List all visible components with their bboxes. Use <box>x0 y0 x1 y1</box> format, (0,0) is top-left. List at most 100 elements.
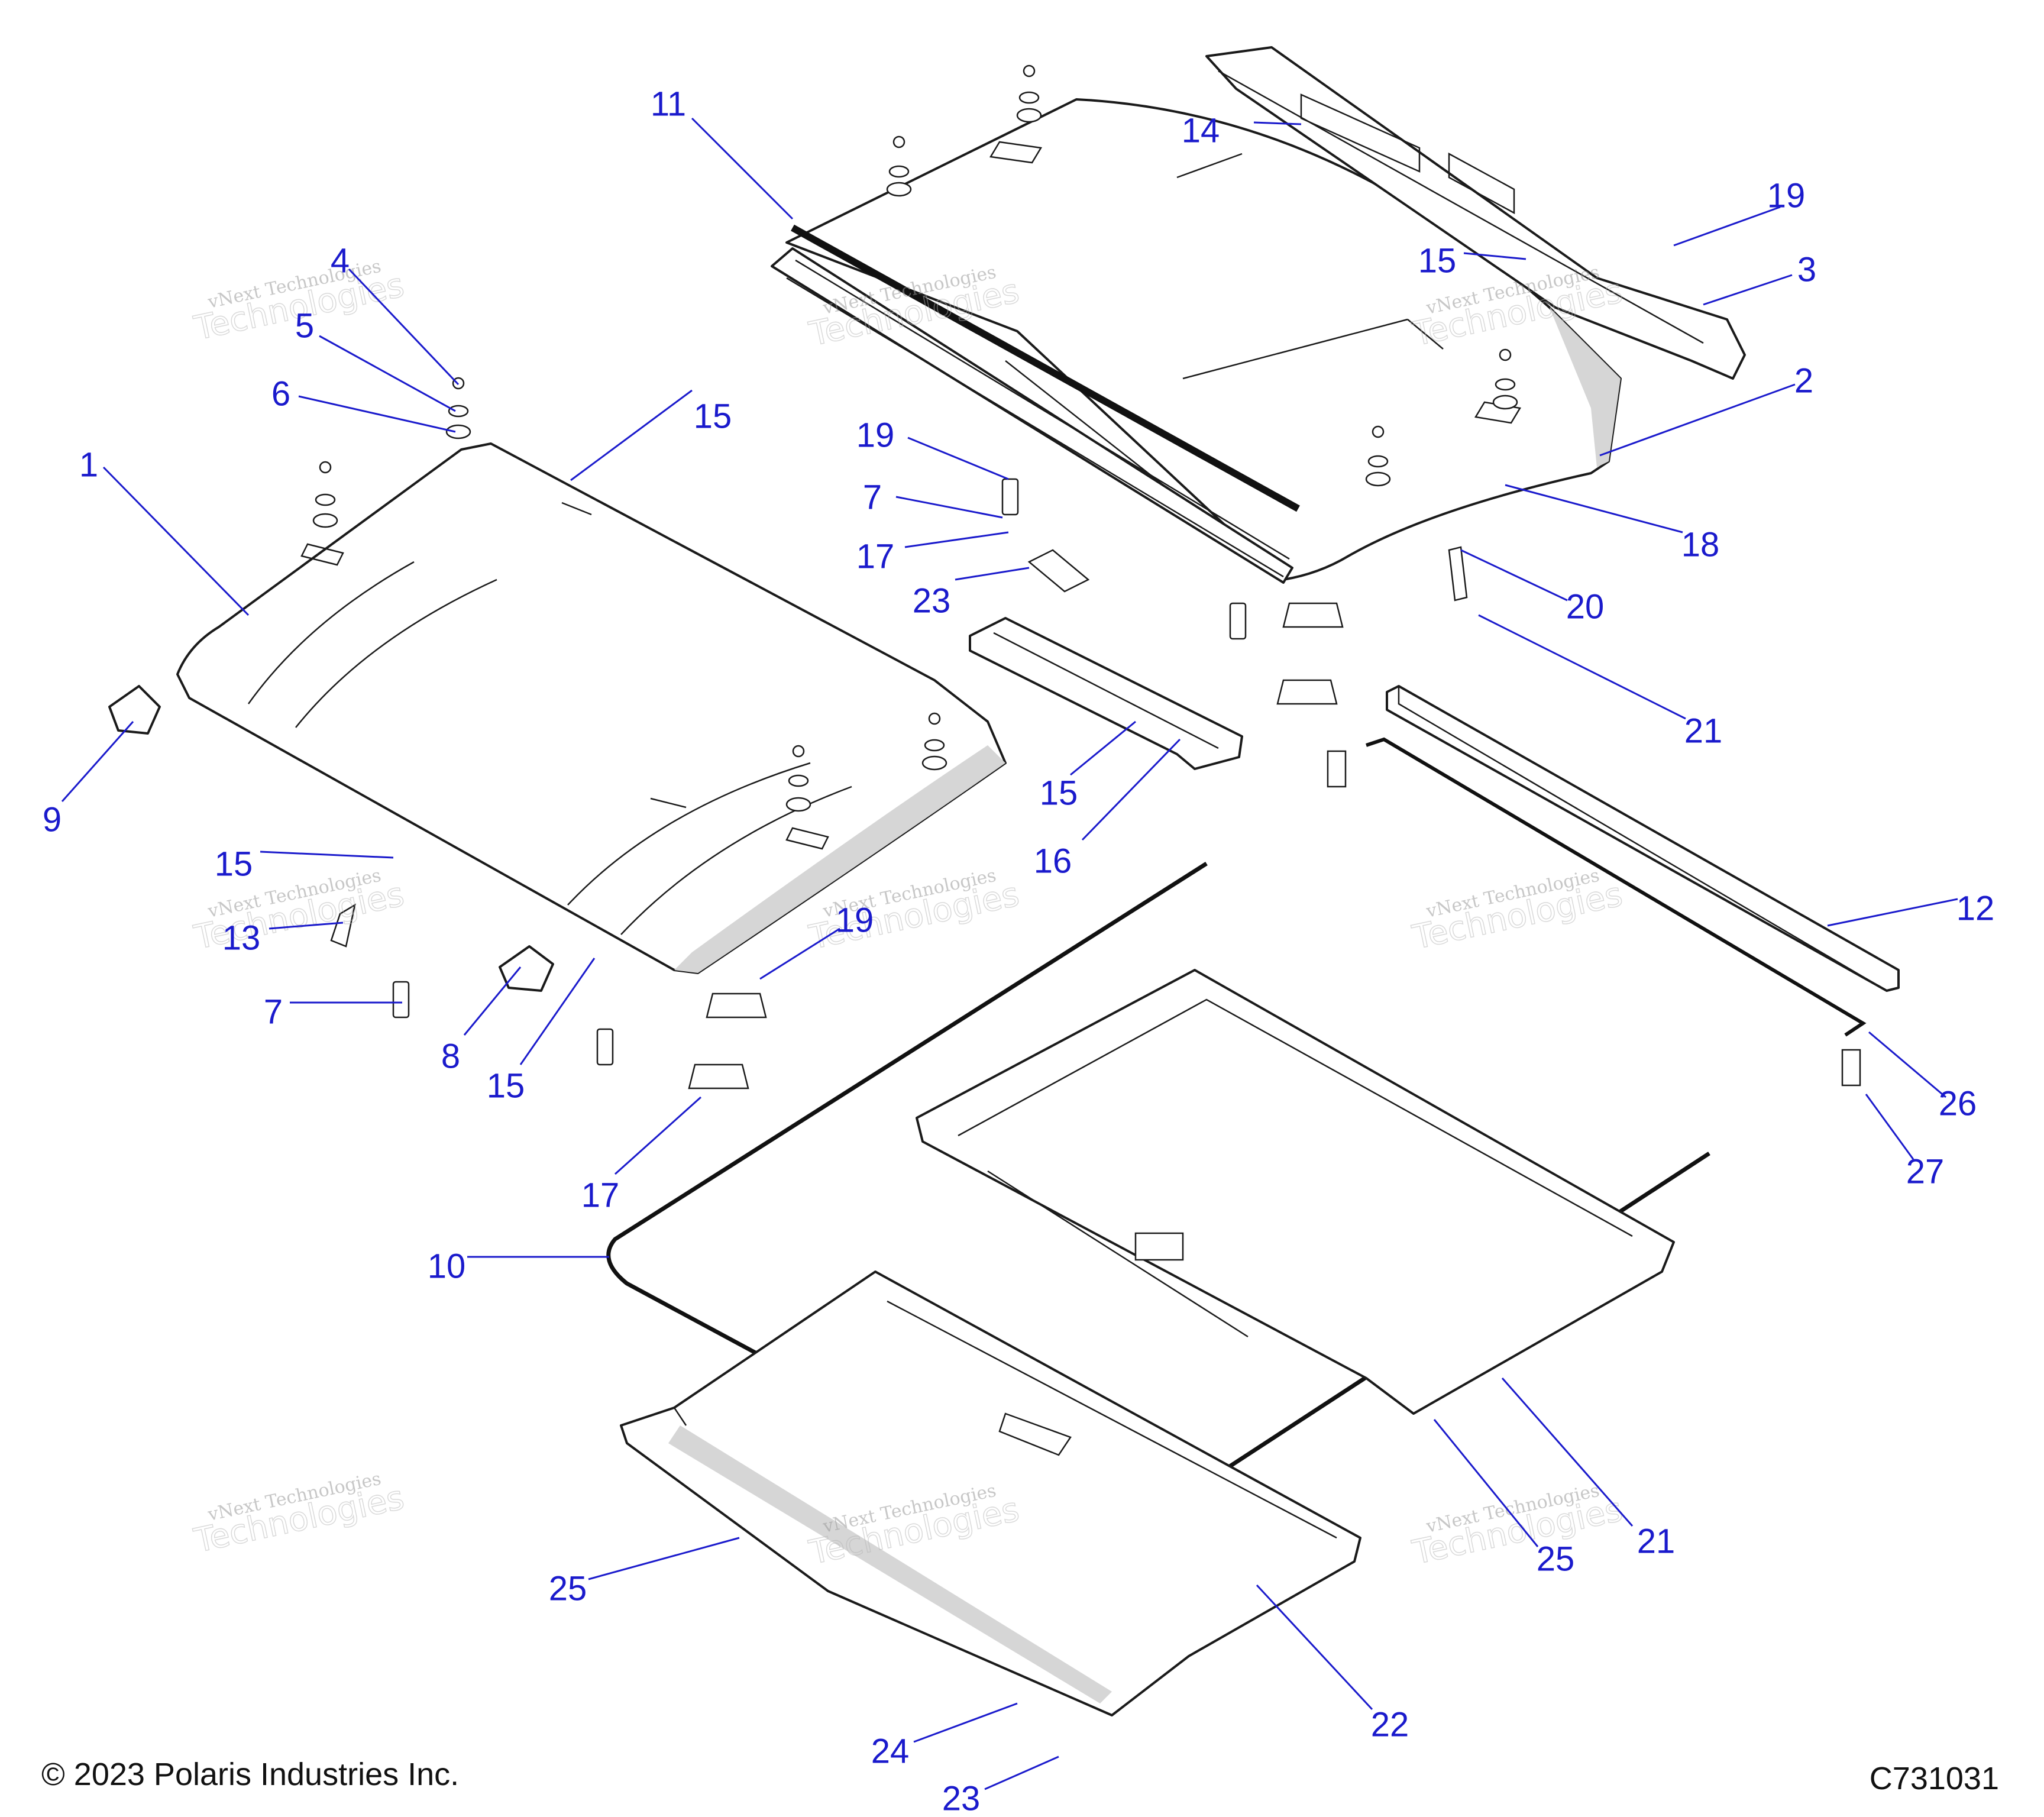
callout-number: 23 <box>942 1779 981 1817</box>
callout-number: 19 <box>856 416 895 454</box>
callout-leader <box>61 721 134 802</box>
callout-25: 25 <box>1433 1419 1574 1578</box>
callout-27: 27 <box>1865 1094 1945 1191</box>
callout-15: 15 <box>487 958 596 1105</box>
callout-15: 15 <box>1040 720 1136 812</box>
callout-leader <box>519 958 596 1065</box>
callout-number: 7 <box>863 478 882 516</box>
callout-22: 22 <box>1256 1584 1409 1744</box>
callout-leader <box>904 531 1009 548</box>
callout-10: 10 <box>428 1247 609 1285</box>
callout-20: 20 <box>1460 549 1605 626</box>
callout-number: 18 <box>1681 525 1720 564</box>
callout-2: 2 <box>1599 361 1813 457</box>
callout-7: 7 <box>264 992 402 1031</box>
small-pads <box>1327 750 1861 1087</box>
callout-leader <box>691 117 794 220</box>
callout-leader <box>1827 898 1958 927</box>
callout-14: 14 <box>1182 111 1302 150</box>
callout-17: 17 <box>856 531 1009 576</box>
callout-number: 15 <box>694 397 732 435</box>
callout-number: 27 <box>1906 1152 1945 1191</box>
callout-leader <box>588 1537 740 1580</box>
callout-leader <box>1081 738 1181 841</box>
roof-panel-front <box>176 442 1007 974</box>
callout-18: 18 <box>1505 484 1720 564</box>
callout-number: 2 <box>1794 361 1813 400</box>
callout-leader <box>1505 484 1683 534</box>
callout-leader <box>1070 720 1136 776</box>
callout-number: 8 <box>441 1037 460 1075</box>
roof-panel-rear <box>785 98 1622 581</box>
callout-number: 15 <box>215 845 253 883</box>
callout-leader <box>319 335 456 412</box>
callout-number: 1 <box>79 445 98 484</box>
callout-number: 10 <box>428 1247 466 1285</box>
callout-leader <box>895 496 1003 519</box>
callout-number: 26 <box>1939 1084 1977 1123</box>
callout-number: 17 <box>581 1176 620 1214</box>
callout-number: 21 <box>1637 1522 1676 1560</box>
callout-15: 15 <box>215 845 394 883</box>
callout-3: 3 <box>1703 250 1816 306</box>
callout-9: 9 <box>43 721 134 839</box>
callout-leader <box>984 1755 1059 1790</box>
callout-number: 6 <box>271 374 290 413</box>
front-rail <box>771 247 1293 584</box>
callout-number: 12 <box>1956 889 1995 927</box>
callout-19: 19 <box>856 416 1009 480</box>
seal-strip <box>791 224 1300 512</box>
callout-leader <box>1703 274 1793 306</box>
callout-number: 21 <box>1684 712 1723 750</box>
callout-17: 17 <box>581 1096 702 1214</box>
callout-number: 3 <box>1797 250 1816 289</box>
wire-strip <box>1366 737 1867 1037</box>
callout-leader <box>955 567 1030 581</box>
callout-25: 25 <box>549 1537 740 1608</box>
callout-leader <box>1463 252 1526 260</box>
copyright-text: © 2023 Polaris Industries Inc. <box>41 1757 459 1792</box>
callout-leader <box>1256 1584 1373 1711</box>
callout-8: 8 <box>441 966 522 1075</box>
callout-4: 4 <box>331 241 460 386</box>
foam-block <box>1386 685 1900 992</box>
callout-leader <box>1478 614 1686 720</box>
end-cap-center <box>499 945 554 992</box>
callout-leader <box>570 389 693 481</box>
callout-number: 19 <box>836 901 874 939</box>
callout-15: 15 <box>570 389 732 481</box>
callout-number: 13 <box>222 919 261 957</box>
callout-number: 15 <box>1040 774 1078 812</box>
callout-leader <box>1599 383 1796 457</box>
callout-21: 21 <box>1501 1378 1676 1560</box>
callout-number: 14 <box>1182 111 1220 150</box>
callout-number: 17 <box>856 537 895 576</box>
callout-leader <box>1865 1094 1914 1160</box>
callout-leader <box>759 927 840 980</box>
headliner-rear <box>916 969 1675 1415</box>
callout-16: 16 <box>1034 738 1181 880</box>
callout-23: 23 <box>913 567 1030 620</box>
callout-number: 22 <box>1371 1705 1409 1744</box>
headliner-front <box>620 1270 1361 1716</box>
callout-number: 4 <box>331 241 350 280</box>
callout-number: 24 <box>871 1732 910 1770</box>
callout-leader <box>269 922 344 930</box>
callout-11: 11 <box>651 85 794 220</box>
callout-leader <box>913 1702 1018 1743</box>
callout-leader <box>1868 1031 1946 1098</box>
callout-leader <box>907 437 1009 480</box>
callout-leader <box>1673 206 1781 247</box>
end-cap-left <box>108 685 161 735</box>
callout-21: 21 <box>1478 614 1723 750</box>
callout-leader <box>1253 121 1302 125</box>
callout-number: 15 <box>487 1066 525 1105</box>
callout-number: 20 <box>1566 587 1605 626</box>
rear-bracket <box>1205 46 1746 380</box>
hardware <box>312 64 1518 1089</box>
callout-number: 11 <box>651 85 686 123</box>
